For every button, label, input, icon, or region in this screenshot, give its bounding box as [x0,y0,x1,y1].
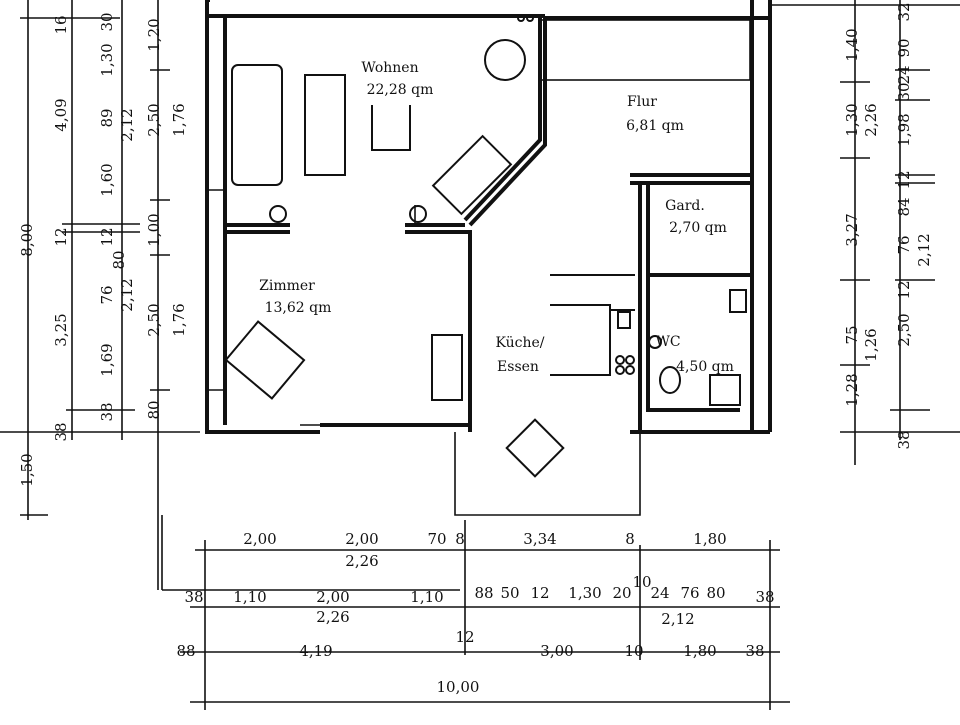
dimension-label: 2,12 [661,610,694,628]
dimension-label: 75 [843,325,861,344]
dimension-label: 1,76 [170,103,188,136]
dimension-label: 1,60 [98,163,116,196]
dimension-label: 30 [98,12,116,31]
dimension-label: 1,30 [568,584,601,602]
dimension-labels: 16 4,09 8,00 12 3,25 38 1,50 30 1,30 89 1,60 12 80 76… [18,2,933,696]
dimension-label: 1,80 [683,642,716,660]
dimension-label: 8 [625,530,635,548]
room-labels: Wohnen 22,28 qm Flur 6,81 qm Gard. 2,70 qm Zim… [259,60,734,375]
dimension-label: 89 [98,108,116,127]
dimension-label: 12 [98,227,116,246]
dimension-label: 38 [98,402,116,421]
dimension-label: 24 [650,584,669,602]
room-name: Zimmer [259,278,315,294]
dimension-label: 4,09 [52,98,70,131]
dimension-label: 24 [895,65,913,84]
room-name: WC [655,334,680,350]
dimension-label: 16 [52,15,70,34]
dimension-label: 76 [680,584,699,602]
dimension-label: 38 [895,430,913,449]
furniture [224,14,747,478]
dimension-label: 1,20 [145,18,163,51]
dimension-label: 38 [755,588,774,606]
dimension-label: 38 [52,422,70,441]
dimension-label: 80 [145,400,163,419]
walls [205,0,772,516]
dimension-label: 1,80 [693,530,726,548]
dimension-label: 1,40 [843,28,861,61]
dimension-label: 50 [500,584,519,602]
room-area: 2,70 qm [669,220,727,236]
dimension-label: 30 [895,82,913,101]
dimension-label: 38 [745,642,764,660]
dimension-label: 2,26 [345,552,378,570]
dimension-label: 3,25 [52,313,70,346]
dimension-label: 3,34 [523,530,556,548]
dimension-label: 2,00 [316,588,349,606]
dimension-label: 76 [98,285,116,304]
dimension-label: 84 [895,197,913,216]
room-name: Gard. [665,198,705,214]
dimension-label: 8 [455,530,465,548]
dimension-label: 1,98 [895,113,913,146]
dimension-label: 3,27 [843,213,861,246]
room-name: Küche/ [495,335,544,351]
dimension-label: 8,00 [18,223,36,256]
dimension-label: 3,00 [540,642,573,660]
dimension-label: 70 [427,530,446,548]
dimension-label: 20 [612,584,631,602]
dimension-label: 1,76 [170,303,188,336]
dimension-label: 38 [184,588,203,606]
dimension-label: 90 [895,38,913,57]
dimension-label: 88 [176,642,195,660]
dimension-label: 32 [895,2,913,21]
dimension-label: 12 [455,628,474,646]
dimension-label: 2,50 [895,313,913,346]
dimension-label: 2,26 [316,608,349,626]
dimension-label: 88 [474,584,493,602]
dimension-label: 1,10 [410,588,443,606]
room-area: 22,28 qm [367,82,434,98]
dimension-label: 12 [530,584,549,602]
dimension-label: 12 [52,227,70,246]
room-area: 4,50 qm [676,359,734,375]
dimension-label: 10 [632,573,651,591]
dimension-label: 2,12 [915,233,933,266]
dimension-label: 1,26 [862,328,880,361]
dimension-label: 1,69 [98,343,116,376]
dimension-label: 80 [110,250,128,269]
dimension-label: 2,50 [145,303,163,336]
room-area: 13,62 qm [265,300,332,316]
dimension-label: 10,00 [437,678,480,696]
dimension-label: 2,00 [345,530,378,548]
dimension-label: 1,30 [843,103,861,136]
dimension-label: 1,50 [18,453,36,486]
dimension-label: 2,26 [862,103,880,136]
dimension-label: 1,10 [233,588,266,606]
dimension-label: 10 [624,642,643,660]
room-name: Flur [627,94,657,110]
dimension-label: 2,12 [118,278,136,311]
room-area: 6,81 qm [626,118,684,134]
dimension-label: 1,00 [145,213,163,246]
dimension-label: 12 [895,170,913,189]
room-area: Essen [497,359,539,375]
room-name: Wohnen [361,60,418,76]
dimension-label: 1,28 [843,373,861,406]
dimension-label: 76 [895,235,913,254]
dimension-label: 2,00 [243,530,276,548]
dimension-label: 1,30 [98,43,116,76]
dimension-label: 80 [706,584,725,602]
dimension-label: 2,50 [145,103,163,136]
dimension-lines [0,0,960,710]
dimension-label: 2,12 [118,108,136,141]
dimension-label: 4,19 [299,642,332,660]
dimension-label: 12 [895,280,913,299]
